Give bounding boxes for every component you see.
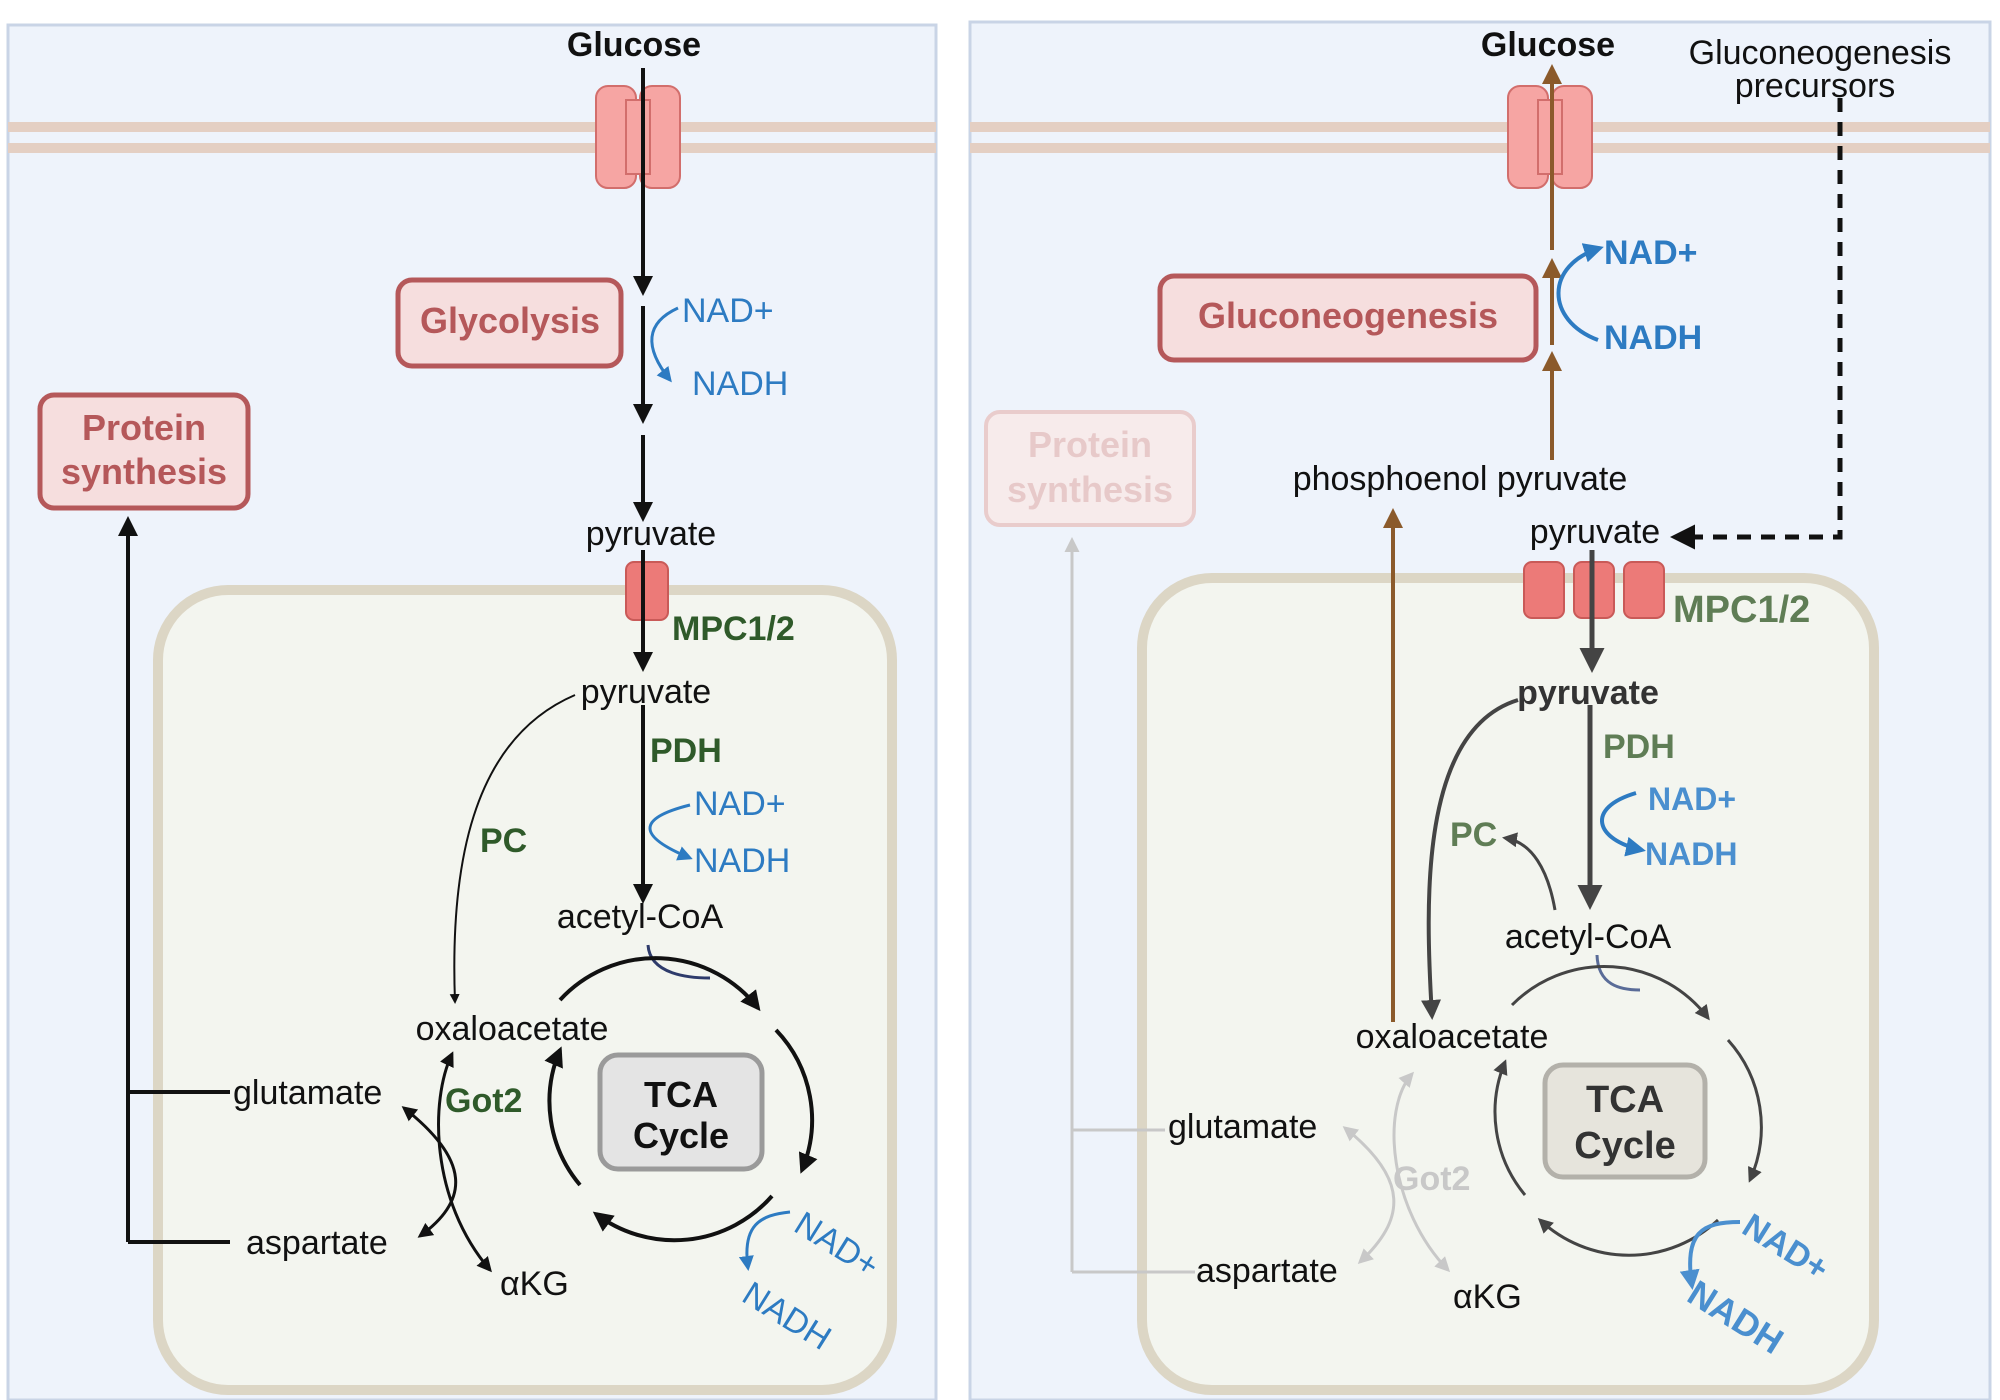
right-oxaloacetate: oxaloacetate bbox=[1356, 1018, 1549, 1056]
left-glutamate: glutamate bbox=[233, 1074, 382, 1112]
left-tca-label-2: Cycle bbox=[633, 1115, 729, 1156]
right-got2-arrow-2 bbox=[1392, 1071, 1451, 1273]
left-nad-arrow-3 bbox=[738, 1210, 791, 1271]
left-akg: αKG bbox=[500, 1265, 569, 1303]
right-akg: αKG bbox=[1453, 1278, 1522, 1316]
left-nad-arrow-2 bbox=[648, 803, 693, 861]
right-acetyl-coa: acetyl-CoA bbox=[1505, 918, 1672, 956]
right-nad-plus-2: NAD+ bbox=[1648, 781, 1736, 817]
left-nad-plus-2: NAD+ bbox=[694, 785, 786, 823]
left-got2-label: Got2 bbox=[445, 1082, 522, 1120]
right-protein-box bbox=[984, 410, 1196, 527]
left-mpc-label: MPC1/2 bbox=[672, 610, 795, 648]
right-glutamate: glutamate bbox=[1168, 1108, 1317, 1146]
left-acetyl-feed-arrow bbox=[646, 944, 711, 980]
right-acetyl-feed-arrow bbox=[1595, 954, 1641, 992]
left-got2-arrow-2 bbox=[437, 1051, 492, 1273]
right-precursors-label-2: precursors bbox=[1735, 67, 1896, 105]
right-mitochondrion bbox=[1137, 573, 1879, 1395]
left-pdh-label: PDH bbox=[650, 732, 722, 770]
right-pyruvate-cytosol: pyruvate bbox=[1530, 513, 1660, 551]
right-pc-label: PC bbox=[1450, 816, 1497, 854]
left-pc-label: PC bbox=[480, 822, 527, 860]
left-pyruvate-cytosol: pyruvate bbox=[586, 515, 716, 553]
right-gluconeogenesis-label: Gluconeogenesis bbox=[1198, 295, 1498, 336]
right-nad-arrow-1 bbox=[1556, 243, 1604, 342]
right-membrane bbox=[970, 122, 1990, 153]
left-glycolysis-label: Glycolysis bbox=[420, 300, 600, 341]
right-nad-arrow-2 bbox=[1600, 791, 1646, 857]
left-nadh-1: NADH bbox=[692, 365, 788, 403]
left-protein-label-1: Protein bbox=[82, 407, 206, 448]
right-nad-arrow-3 bbox=[1679, 1220, 1741, 1290]
left-glucose-label: Glucose bbox=[567, 26, 701, 64]
left-glycolysis-box bbox=[395, 277, 624, 369]
left-acetyl-coa: acetyl-CoA bbox=[557, 898, 724, 936]
left-tca-label-1: TCA bbox=[644, 1074, 718, 1115]
right-pdh-label: PDH bbox=[1603, 728, 1675, 766]
left-tca-cycle-arrows bbox=[544, 956, 818, 1243]
left-tca-box bbox=[597, 1052, 765, 1172]
right-tca-cycle-arrows bbox=[1493, 964, 1763, 1257]
right-nad-plus-1: NAD+ bbox=[1604, 234, 1698, 272]
left-aspartate: aspartate bbox=[246, 1224, 388, 1262]
right-got2-arrow-1 bbox=[1342, 1126, 1396, 1265]
left-protein-box bbox=[37, 392, 251, 511]
right-pyruvate-mito: pyruvate bbox=[1517, 674, 1659, 712]
right-protein-label-1: Protein bbox=[1028, 424, 1152, 465]
right-protein-label-2: synthesis bbox=[1007, 469, 1173, 510]
right-mpc-label: MPC1/2 bbox=[1673, 589, 1810, 631]
right-aspartate: aspartate bbox=[1196, 1252, 1338, 1290]
right-glucose-label: Glucose bbox=[1481, 26, 1615, 64]
right-precursors-dashed-arrow bbox=[1670, 98, 1843, 550]
right-precursors-label-1: Gluconeogenesis bbox=[1689, 34, 1952, 72]
right-nadh-2: NADH bbox=[1645, 836, 1737, 872]
left-oxaloacetate: oxaloacetate bbox=[416, 1010, 609, 1048]
left-mitochondrion bbox=[153, 585, 897, 1395]
left-panel: Glucose Glycolysis NAD+ NADH Protein syn… bbox=[6, 23, 938, 1400]
left-glucose-transporter bbox=[595, 85, 681, 189]
right-acetyl-pc-arrow bbox=[1502, 832, 1557, 911]
right-gluconeogenesis-box bbox=[1157, 273, 1539, 363]
left-pc-arrow bbox=[449, 694, 576, 1004]
right-nadh-1: NADH bbox=[1604, 319, 1702, 357]
left-nad-plus-1: NAD+ bbox=[682, 292, 774, 330]
right-pep-label: phosphoenol pyruvate bbox=[1293, 460, 1628, 498]
left-membrane bbox=[8, 122, 936, 153]
left-nad-arrow-1 bbox=[650, 306, 679, 383]
left-nadh-2: NADH bbox=[694, 842, 790, 880]
right-pc-arrow bbox=[1421, 698, 1519, 1020]
right-tca-box bbox=[1542, 1062, 1708, 1180]
left-pyruvate-mito: pyruvate bbox=[581, 673, 711, 711]
left-protein-label-2: synthesis bbox=[61, 451, 227, 492]
right-panel: Glucose Gluconeogenesis precursors Gluco… bbox=[968, 20, 1992, 1400]
left-mpc-transporter bbox=[625, 561, 669, 621]
right-tca-label-1: TCA bbox=[1586, 1079, 1664, 1121]
right-tca-label-2: Cycle bbox=[1574, 1125, 1675, 1167]
right-got2-label: Got2 bbox=[1393, 1160, 1470, 1198]
